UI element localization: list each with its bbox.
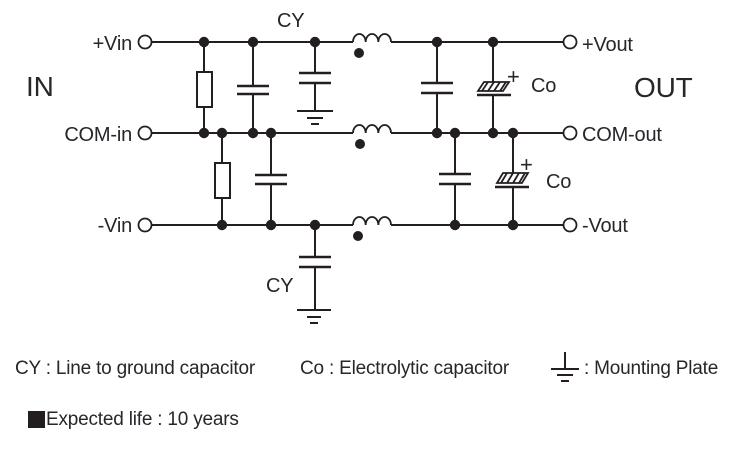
expected-life-note: Expected life : 10 years	[46, 409, 239, 430]
cy-top-capacitor-icon	[299, 71, 331, 85]
resistor1-icon	[196, 71, 213, 108]
vin-minus-label: -Vin	[97, 215, 133, 237]
terminal-com-out-icon	[562, 125, 578, 141]
capacitor2-icon	[255, 173, 287, 186]
legend-mounting-plate-item: : Mounting Plate	[584, 358, 719, 379]
resistor2-icon	[214, 162, 231, 199]
electrolytic-bottom-icon	[495, 172, 530, 189]
resistors	[196, 71, 231, 199]
capacitor4-icon	[439, 172, 471, 186]
legend-cy-item: CY : Line to ground capacitor	[15, 358, 255, 379]
co-bottom-label: Co	[546, 171, 572, 193]
junction-dots	[198, 36, 519, 231]
mounting-plate-legend-icon	[551, 352, 579, 382]
polarity-plus-top-label: +	[507, 64, 520, 89]
ground-bottom-icon	[297, 309, 331, 324]
terminal-vin-plus-icon	[137, 34, 153, 50]
electrolytic-capacitors	[476, 81, 530, 189]
polarity-plus-bottom-label: +	[520, 152, 533, 177]
vout-plus-label: +Vout	[582, 34, 633, 56]
cy-top-label: CY	[277, 10, 305, 32]
com-out-label: COM-out	[582, 124, 662, 146]
inductor-bottom-icon	[352, 216, 392, 226]
inductor-top-icon	[352, 33, 392, 43]
vout-minus-label: -Vout	[582, 215, 628, 237]
com-in-label: COM-in	[64, 124, 132, 146]
terminal-vin-minus-icon	[137, 217, 153, 233]
capacitor-plates	[237, 71, 471, 269]
capacitor1-icon	[237, 84, 269, 96]
out-section-label: OUT	[634, 72, 693, 103]
ground-symbols	[297, 110, 579, 382]
branch-wires	[203, 42, 514, 310]
electrolytic-top-icon	[476, 81, 511, 97]
co-top-label: Co	[531, 75, 557, 97]
terminal-vout-minus-icon	[562, 217, 578, 233]
bullet-square-icon	[28, 411, 45, 428]
capacitor3-icon	[421, 81, 453, 95]
legend-co-item: Co : Electrolytic capacitor	[300, 358, 509, 379]
rail-wires	[152, 41, 563, 226]
cy-bottom-label: CY	[266, 275, 294, 297]
inductor-middle-icon	[352, 124, 392, 134]
terminal-circles	[137, 34, 578, 233]
ground-top-icon	[297, 110, 333, 125]
in-section-label: IN	[26, 71, 54, 102]
inductor-phase-dots	[353, 48, 365, 241]
terminal-vout-plus-icon	[562, 34, 578, 50]
cy-bottom-capacitor-icon	[299, 255, 331, 269]
terminal-com-in-icon	[137, 125, 153, 141]
inductors	[352, 33, 392, 226]
vin-plus-label: +Vin	[92, 33, 133, 55]
